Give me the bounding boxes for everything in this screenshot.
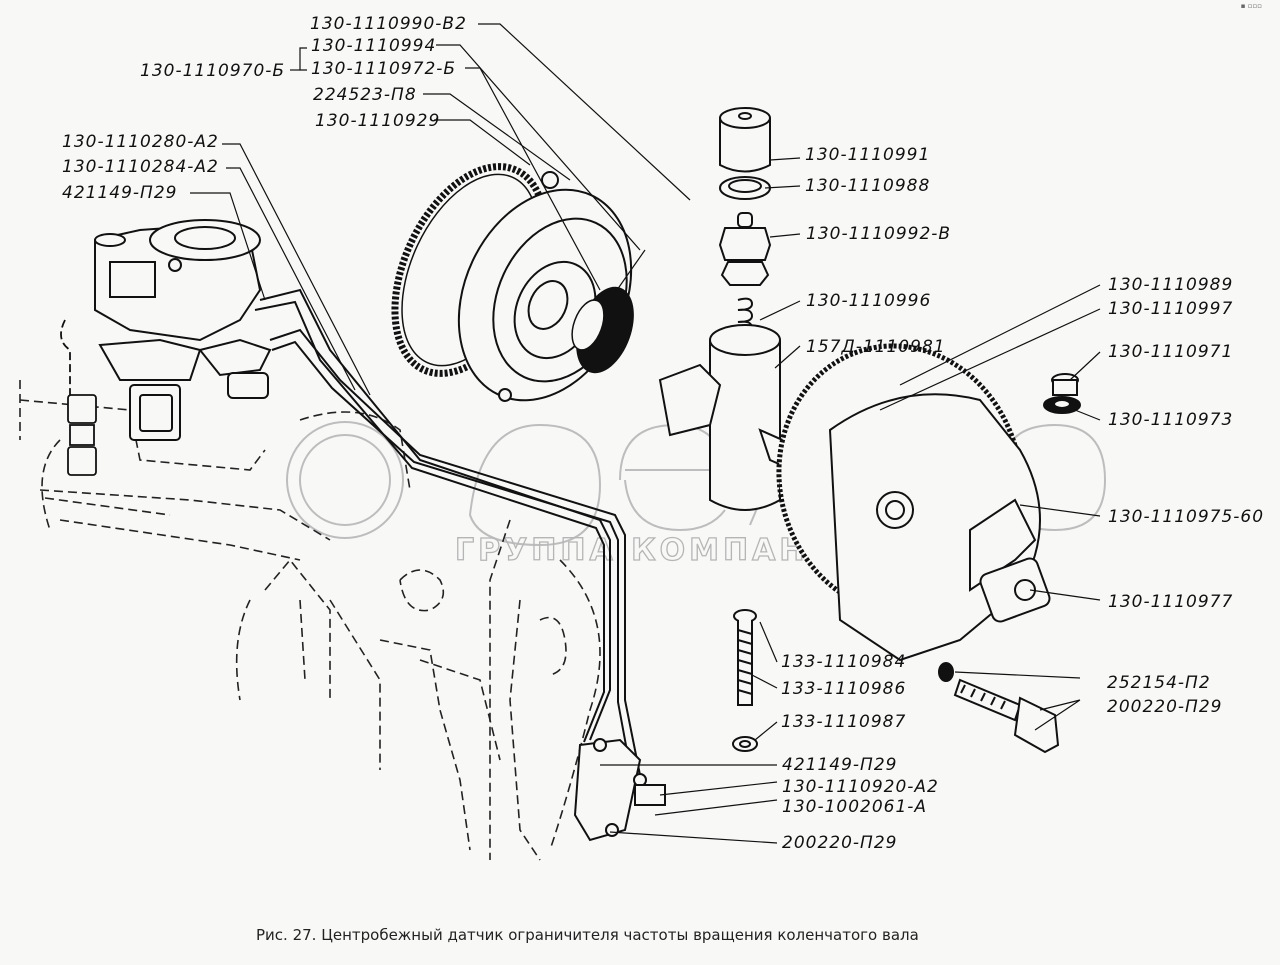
- corner-mark: ▪ ▫▫▫: [1240, 2, 1262, 10]
- part-label-130-1110988: 130-1110988: [805, 176, 931, 196]
- part-label-133-1110986: 133-1110986: [781, 679, 907, 699]
- pipe-fitting-left: [60, 319, 97, 476]
- part-label-252154-p2: 252154-П2: [1107, 673, 1211, 693]
- part-label-133-1110987: 133-1110987: [781, 712, 907, 732]
- part-label-200220-p29-bottom: 200220-П29: [782, 833, 898, 853]
- part-label-200220-p29-right: 200220-П29: [1107, 697, 1223, 717]
- bolt-and-lockwasher: [938, 662, 1060, 754]
- part-label-130-1110991: 130-1110991: [805, 145, 931, 165]
- part-label-130-1110994: 130-1110994: [311, 36, 437, 56]
- part-label-130-1110990-v2: 130-1110990-В2: [310, 14, 467, 34]
- part-label-133-1110984: 133-1110984: [781, 652, 907, 672]
- part-label-421149-p29-bottom: 421149-П29: [782, 755, 898, 775]
- plug: [1043, 373, 1081, 414]
- screw-and-washers: [732, 609, 758, 752]
- fuel-line-tubes: [254, 288, 641, 779]
- part-label-130-1110972-b: 130-1110972-Б: [311, 59, 457, 79]
- part-label-130-1110929: 130-1110929: [315, 111, 441, 131]
- part-label-421149-p29-top: 421149-П29: [62, 183, 178, 203]
- carburetor: [94, 219, 272, 441]
- part-label-130-1110284-a2: 130-1110284-А2: [62, 157, 219, 177]
- part-label-130-1110280-a2: 130-1110280-А2: [62, 132, 219, 152]
- valve-cap: [719, 107, 771, 200]
- lower-bracket: [573, 738, 666, 842]
- oil-seal: [571, 286, 634, 374]
- part-label-130-1110996: 130-1110996: [806, 291, 932, 311]
- part-label-130-1110977: 130-1110977: [1108, 592, 1234, 612]
- part-label-157d-1110981: 157Д-1110981: [806, 337, 946, 357]
- sensor-cover: [776, 343, 1051, 662]
- part-label-130-1110973: 130-1110973: [1108, 410, 1234, 430]
- part-label-130-1110997: 130-1110997: [1108, 299, 1234, 319]
- valve-body: [718, 212, 772, 286]
- part-label-130-1110975-60: 130-1110975-60: [1108, 507, 1265, 527]
- part-label-130-1110989: 130-1110989: [1108, 275, 1234, 295]
- part-label-130-1110992-v: 130-1110992-В: [806, 224, 952, 244]
- part-label-130-1110971: 130-1110971: [1108, 342, 1234, 362]
- part-label-130-1110920-a2: 130-1110920-А2: [782, 777, 939, 797]
- figure-caption: Рис. 27. Центробежный датчик ограничител…: [256, 926, 919, 944]
- leader-lines: [190, 23, 1101, 844]
- part-label-130-1110970-b: 130-1110970-Б: [140, 61, 286, 81]
- part-label-130-1002061-a: 130-1002061-А: [782, 797, 928, 817]
- part-label-224523-p8: 224523-П8: [313, 85, 417, 105]
